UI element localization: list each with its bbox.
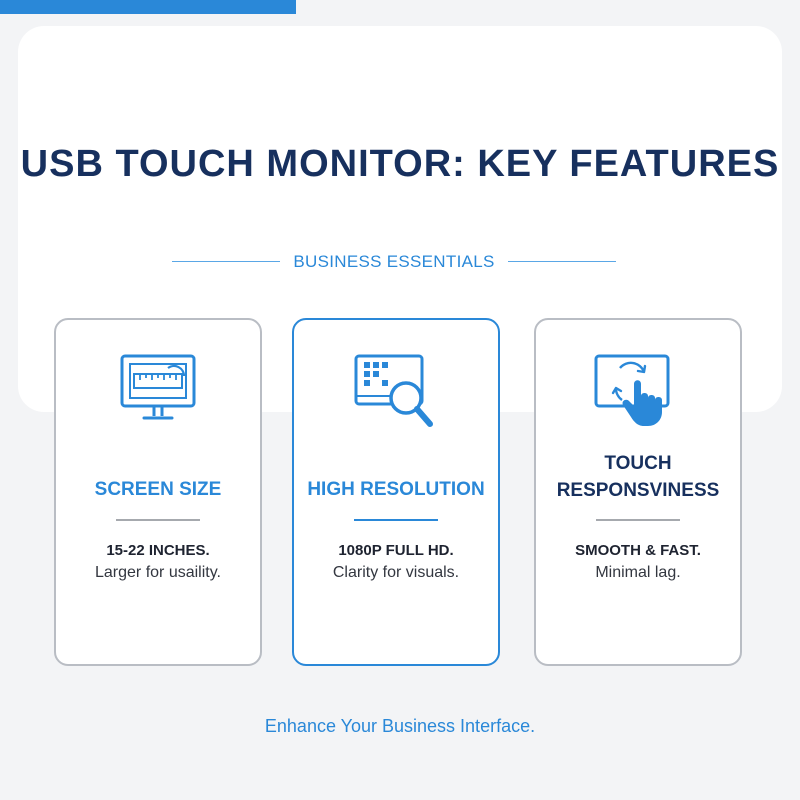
page-title: USB TOUCH MONITOR: KEY FEATURES: [20, 143, 780, 185]
card-divider: [596, 519, 680, 521]
feature-card-screen-size: SCREEN SIZE 15-22 INCHES. Larger for usa…: [54, 318, 262, 666]
card-headline: 1080P FULL HD.: [338, 542, 454, 559]
card-divider: [116, 519, 200, 521]
card-title: TOUCH RESPONSVINESS: [556, 453, 720, 501]
subtitle-divider-left: [172, 261, 280, 262]
card-description: Clarity for visuals.: [332, 564, 460, 581]
card-divider: [354, 519, 438, 521]
card-title: HIGH RESOLUTION: [307, 479, 485, 500]
page-subtitle: BUSINESS ESSENTIALS: [293, 252, 495, 271]
feature-card-touch-responsiveness: TOUCH RESPONSVINESS SMOOTH & FAST. Minim…: [534, 318, 742, 666]
feature-card-high-resolution: HIGH RESOLUTION 1080P FULL HD. Clarity f…: [292, 318, 500, 666]
subtitle-row: BUSINESS ESSENTIALS: [0, 250, 800, 274]
top-accent-bar: [0, 0, 296, 14]
footer-tagline: Enhance Your Business Interface.: [264, 716, 536, 736]
card-description: Larger for usaility.: [95, 564, 221, 581]
subtitle-divider-right: [508, 261, 616, 262]
card-description: Minimal lag.: [595, 564, 681, 581]
touch-hand-icon: [594, 354, 670, 426]
card-headline: SMOOTH & FAST.: [575, 542, 701, 559]
monitor-ruler-icon: [120, 354, 196, 420]
card-title: SCREEN SIZE: [94, 479, 222, 500]
card-headline: 15-22 INCHES.: [106, 542, 210, 559]
pixel-magnifier-icon: [354, 354, 433, 427]
